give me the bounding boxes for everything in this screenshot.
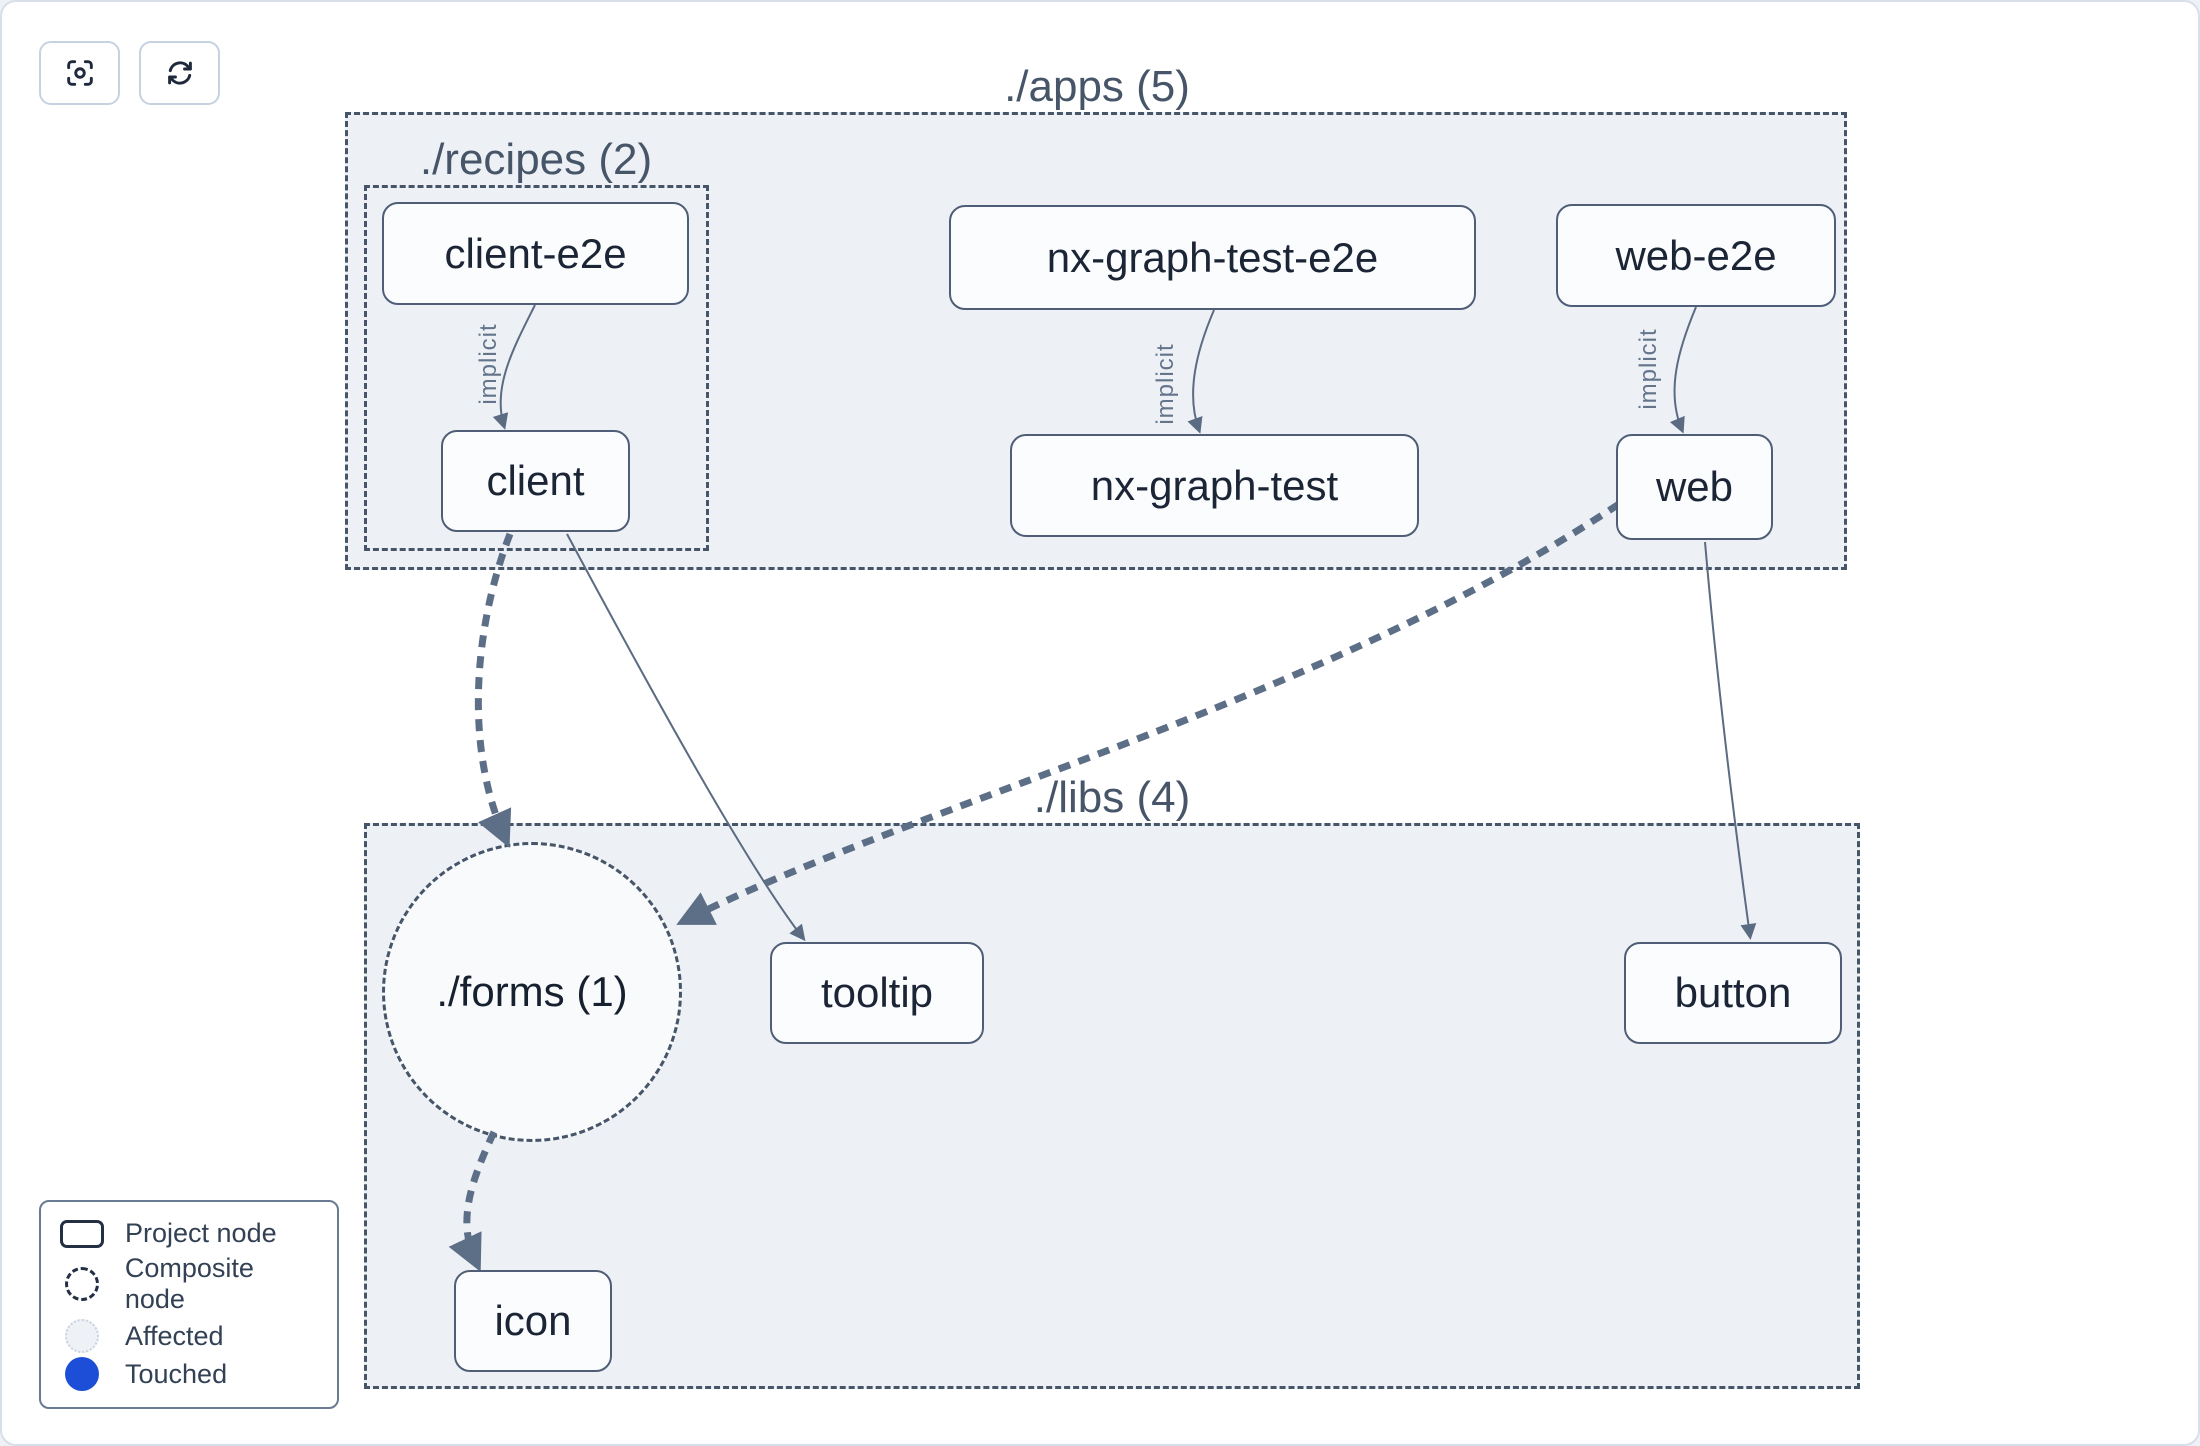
group-recipes [364,185,709,551]
node-client-e2e-label: client-e2e [444,229,627,277]
node-web-label: web [1655,463,1734,510]
legend-label: Project node [125,1218,277,1248]
composite-node-forms-label: ./forms (1) [436,968,628,1015]
node-tooltip[interactable]: tooltip [770,942,984,1044]
edge-web-to-forms[interactable] [676,501,1621,925]
node-web-e2e-label: web-e2e [1615,231,1777,279]
refresh-button[interactable] [139,41,220,105]
node-icon-label: icon [494,1297,572,1344]
edge-label-implicit: implicit [1635,328,1662,410]
edge-web-to-button[interactable] [1704,541,1757,940]
focus-icon [66,60,93,86]
node-web[interactable]: web [1616,434,1773,540]
legend-item-touched: Touched [57,1357,321,1391]
edge-web-e2e-to-web[interactable] [1669,306,1697,434]
project-node-swatch [60,1219,104,1248]
refresh-icon [167,61,192,85]
zoom-to-fit-button[interactable] [39,41,120,105]
legend: Project node Composite node Affected Tou… [39,1200,339,1409]
node-nx-graph-test-label: nx-graph-test [1090,461,1339,509]
legend-item-composite-node: Composite node [57,1253,321,1315]
edge-client-e2e-to-client[interactable] [492,304,536,430]
composite-node-swatch [64,1267,99,1301]
node-web-e2e[interactable]: web-e2e [1556,204,1836,307]
touched-swatch [65,1357,99,1391]
node-tooltip-label: tooltip [820,969,934,1016]
group-recipes-label: ./recipes (2) [419,135,653,184]
group-apps-label: ./apps (5) [1004,62,1190,111]
affected-swatch [65,1319,99,1353]
legend-label: Affected [125,1320,224,1351]
node-icon[interactable]: icon [454,1270,612,1372]
legend-item-project-node: Project node [57,1218,321,1249]
node-button[interactable]: button [1624,942,1842,1044]
legend-item-affected: Affected [57,1319,321,1353]
node-nx-graph-test-e2e[interactable]: nx-graph-test-e2e [949,205,1476,310]
edge-client-to-tooltip[interactable] [566,533,806,942]
edge-nx-graph-test-e2e-to-nx-graph-test[interactable] [1187,309,1215,434]
node-nx-graph-test[interactable]: nx-graph-test [1010,434,1419,537]
edge-label-implicit: implicit [475,323,502,405]
group-libs-label: ./libs (4) [1033,773,1191,822]
node-client-e2e[interactable]: client-e2e [382,202,689,305]
node-button-label: button [1674,969,1792,1016]
node-nx-graph-test-e2e-label: nx-graph-test-e2e [1046,233,1379,281]
legend-label: Touched [125,1358,228,1389]
composite-node-forms[interactable]: ./forms (1) [382,842,682,1142]
edge-label-implicit: implicit [1152,343,1179,425]
edge-client-to-forms[interactable] [474,532,514,848]
legend-label: Composite node [124,1253,254,1314]
node-client-label: client [486,457,585,504]
node-client[interactable]: client [441,430,630,532]
